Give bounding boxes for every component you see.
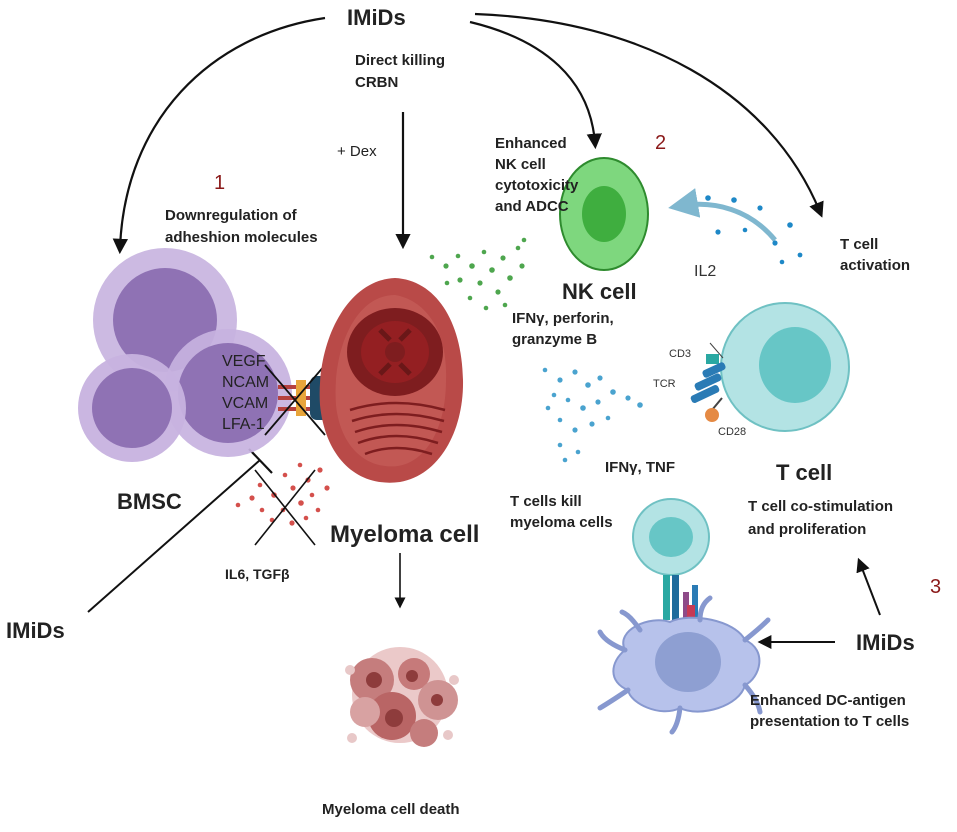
- co-stim-line1: T cell co-stimulation: [748, 498, 894, 515]
- cd28-label: CD28: [718, 426, 747, 438]
- arrow-imids-to-costim: [856, 557, 881, 616]
- arrow-imids-to-tcell: [474, 12, 824, 218]
- inhibition-bar: [248, 448, 273, 474]
- top-imids-label: IMiDs: [347, 5, 406, 30]
- dying-cells: [345, 647, 459, 747]
- marker-lfa1: LFA-1: [222, 416, 265, 433]
- t-cells-kill-line2: myeloma cells: [510, 514, 613, 531]
- cd3-label: CD3: [669, 348, 692, 360]
- crbn-label: CRBN: [355, 74, 399, 91]
- myeloma-cell-label: Myeloma cell: [330, 521, 480, 548]
- nk-cell-label: NK cell: [562, 279, 637, 304]
- inhibition-line: [87, 459, 261, 613]
- il6-dots: [235, 462, 330, 526]
- t-cells-kill-line1: T cells kill: [510, 493, 582, 510]
- il2-label: IL2: [694, 263, 717, 280]
- downregulation-line2: adheshion molecules: [165, 229, 318, 246]
- ifn-perforin-line1: IFNγ, perforin,: [512, 310, 614, 327]
- nk-dots: [429, 237, 527, 311]
- ifn-perforin-line2: granzyme B: [512, 331, 598, 348]
- step-number-1: 1: [214, 172, 226, 194]
- enhanced-nk-line1: Enhanced: [495, 135, 567, 152]
- bmsc-label: BMSC: [117, 489, 182, 514]
- myeloma-cell-shape: [319, 278, 464, 483]
- marker-vcam: VCAM: [222, 395, 269, 412]
- nk-cell-shape: [559, 157, 649, 271]
- co-stim-line2: and proliferation: [748, 521, 867, 538]
- t-cell-label: T cell: [776, 460, 833, 485]
- dc-presentation-line1: Enhanced DC-antigen: [750, 692, 906, 709]
- bmsc-cells: [78, 248, 292, 462]
- il2-dots: [705, 195, 803, 265]
- direct-killing-label: Direct killing: [355, 52, 446, 69]
- downregulation-line1: Downregulation of: [165, 207, 297, 224]
- t-cell-shape: [720, 302, 850, 432]
- t-cell-activation-line1: T cell: [840, 236, 879, 253]
- marker-vegf: VEGF: [222, 353, 266, 370]
- arrow-imids-to-nk: [469, 20, 602, 150]
- tcr-complex: [690, 342, 726, 422]
- il6-label: IL6, TGFβ: [225, 566, 290, 582]
- dendritic-cell-shape: [597, 595, 771, 735]
- enhanced-nk-line2: NK cell: [495, 156, 546, 173]
- ifn-tnf-label: IFNγ, TNF: [605, 459, 675, 476]
- tcr-label: TCR: [653, 378, 676, 390]
- enhanced-nk-line4: and ADCC: [495, 198, 569, 215]
- left-imids-label: IMiDs: [6, 618, 65, 643]
- arrow-imids-to-bmsc: [112, 16, 326, 255]
- lower-t-cell: [632, 498, 710, 576]
- immune-synapse: [663, 575, 698, 624]
- t-cell-activation-line2: activation: [840, 257, 911, 274]
- dex-label: + Dex: [337, 143, 377, 160]
- step-number-3: 3: [930, 576, 942, 598]
- marker-ncam: NCAM: [222, 374, 270, 391]
- right-imids-label: IMiDs: [856, 630, 915, 655]
- enhanced-nk-line3: cytotoxicity: [495, 177, 579, 194]
- dc-presentation-line2: presentation to T cells: [750, 713, 910, 730]
- myeloma-death-label: Myeloma cell death: [322, 801, 460, 818]
- step-number-2: 2: [655, 132, 667, 154]
- il2-arrow: [668, 188, 777, 242]
- ifn-dots: [542, 367, 643, 463]
